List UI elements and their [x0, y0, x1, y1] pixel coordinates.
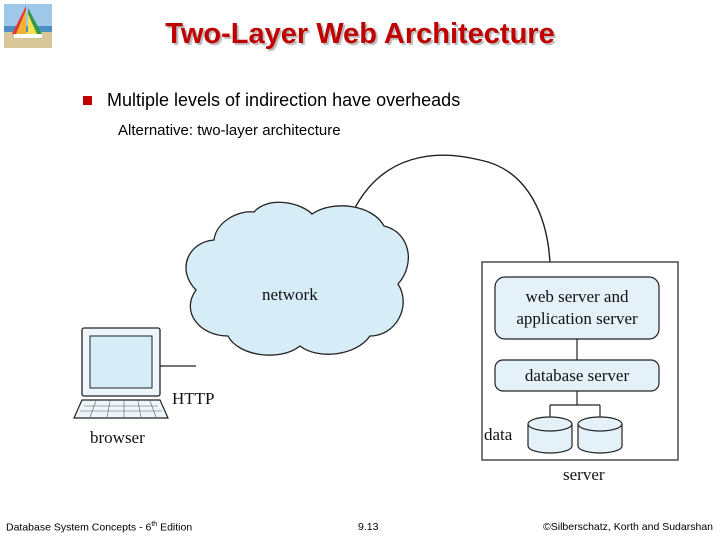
data-label: data [484, 425, 513, 444]
bullet-marker [83, 96, 92, 105]
slide-title: Two-Layer Web Architecture [165, 18, 555, 50]
database-server-label: database server [525, 366, 630, 385]
sub-bullet-text: Alternative: two-layer architecture [118, 122, 341, 139]
sailboat-logo [4, 4, 52, 48]
footer-page-number: 9.13 [358, 521, 379, 533]
disk-icon [577, 416, 623, 454]
http-label: HTTP [172, 389, 215, 408]
footer-book-title: Database System Concepts - 6th Edition [6, 521, 193, 534]
footer-copyright: ©Silberschatz, Korth and Sudarshan [543, 521, 713, 533]
bullet-text: Multiple levels of indirection have over… [107, 90, 461, 110]
server-label: server [563, 465, 605, 484]
browser-computer-icon [73, 327, 169, 419]
disk-icon [527, 416, 573, 454]
network-label: network [262, 285, 318, 304]
web-server-label-line1: web server and [526, 287, 629, 306]
network-server-link [349, 154, 551, 265]
network-cloud [185, 201, 409, 356]
web-server-label-line2: application server [516, 309, 638, 328]
browser-label: browser [90, 428, 145, 447]
